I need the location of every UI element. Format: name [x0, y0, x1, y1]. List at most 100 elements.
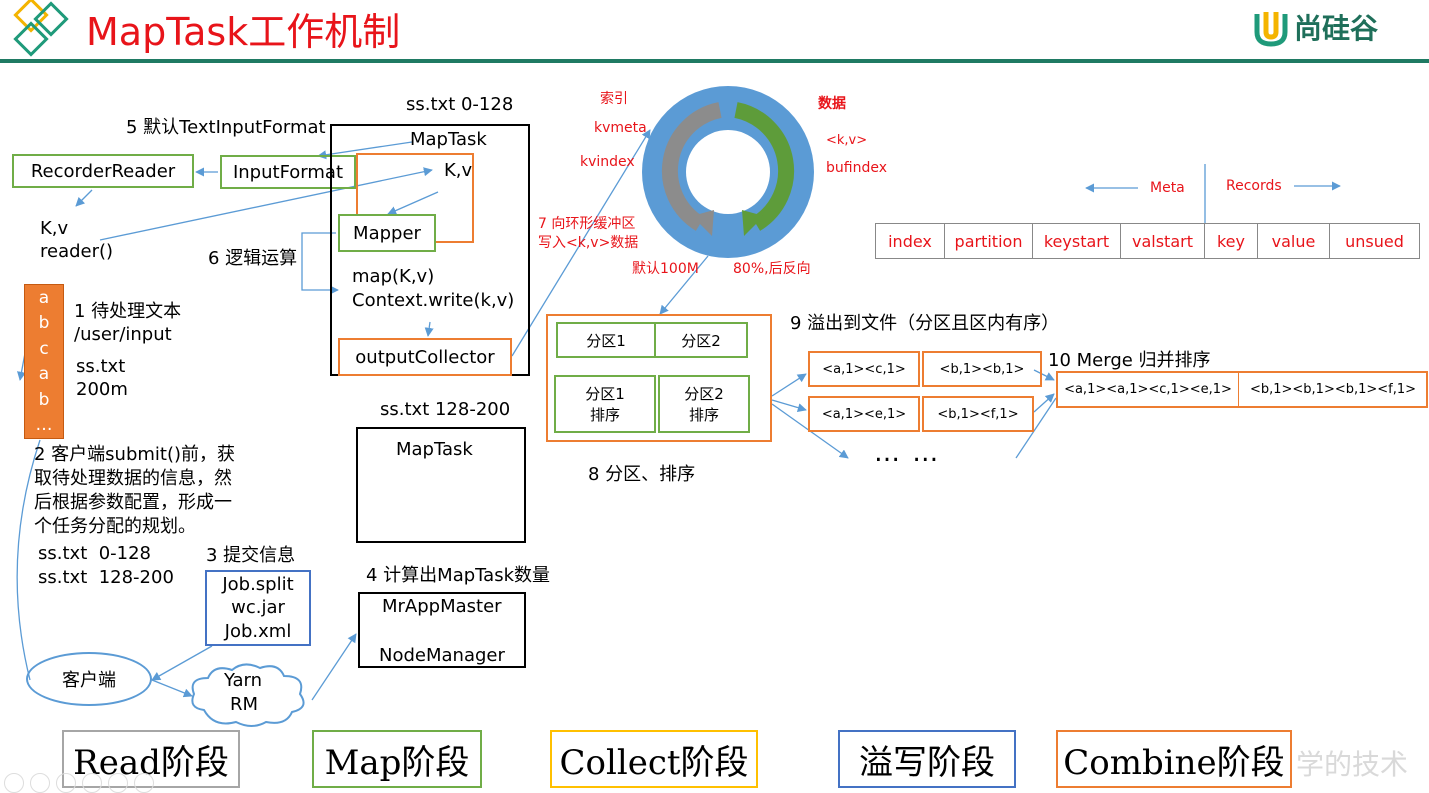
kvbuffer-table [875, 223, 1420, 259]
step8-label: 8 分区、排序 [588, 464, 696, 485]
partition-1-sort-box: 分区1 排序 [554, 375, 656, 433]
partition-1-sort-label: 分区1 [585, 385, 625, 403]
step6-label: 6 逻辑运算 [208, 248, 298, 269]
index-cn-label: 索引 [600, 91, 628, 107]
partition-1-sort-label: 排序 [589, 406, 620, 424]
kvindex-label: kvindex [580, 154, 635, 170]
spill-file-content: <a,1><e,1> [821, 406, 907, 422]
job-files-box: Job.split wc.jar Job.xml [205, 570, 311, 646]
step4-label: 4 计算出MapTask数量 [366, 565, 551, 586]
rm-label: RM [230, 694, 259, 715]
mapper-label: Mapper [353, 222, 421, 244]
bufindex-label: bufindex [826, 160, 887, 176]
prev-slide-icon[interactable] [4, 773, 24, 793]
map-code-line-1: map(K,v) [352, 266, 435, 287]
step7-line-2: 写入<k,v>数据 [538, 235, 639, 251]
merged-file-box [1056, 371, 1428, 408]
stage-map: Map阶段 [312, 730, 482, 788]
partition-1-box: 分区1 [556, 322, 656, 358]
split-list-item: ss.txt 128-200 [38, 567, 174, 588]
partition-2-box: 分区2 [654, 322, 748, 358]
buffer-field: key [1205, 224, 1258, 258]
brand-name: 尚硅谷 [1294, 12, 1379, 45]
node-manager-label: NodeManager [379, 645, 505, 666]
kvmeta-label: kvmeta [594, 120, 647, 136]
buffer-field: valstart [1121, 224, 1205, 258]
file-letter: … [35, 415, 53, 436]
step2-line-3: 后根据参数配置，形成一 [34, 492, 232, 513]
pen-icon[interactable] [56, 773, 76, 793]
partition-2-sort-label: 分区2 [684, 385, 724, 403]
buffer-field: keystart [1033, 224, 1121, 258]
spill-file: <a,1><c,1> [808, 351, 920, 387]
kv-reader-label-1: K,v [40, 218, 69, 239]
split2-label: ss.txt 128-200 [380, 399, 511, 420]
more-icon[interactable] [134, 773, 154, 793]
slides-icon[interactable] [82, 773, 102, 793]
output-collector-box: outputCollector [338, 338, 512, 376]
input-format-label: InputFormat [232, 161, 344, 183]
buffer-field: partition [945, 224, 1033, 258]
data-cn-label: 数据 [818, 96, 846, 112]
maptask2-title: MapTask [396, 439, 473, 460]
zoom-icon[interactable] [108, 773, 128, 793]
ring-buffer-icon [640, 84, 816, 260]
stage-collect: Collect阶段 [550, 730, 758, 788]
partition-frame [546, 314, 772, 442]
yarn-cloud-icon [182, 660, 314, 730]
file-letter: a [38, 364, 50, 385]
spill-file: <b,1><f,1> [922, 396, 1034, 432]
ellipsis-label: … … [874, 438, 941, 468]
maptask1-title: MapTask [410, 129, 487, 150]
spill-file-content: <b,1><b,1> [939, 361, 1025, 377]
file-size: 200m [76, 379, 128, 400]
recorder-reader-box: RecorderReader [12, 154, 194, 188]
records-label: Records [1226, 178, 1282, 194]
next-slide-icon[interactable] [30, 773, 50, 793]
input-file-block: a b c a b … [24, 284, 64, 439]
spill-file-content: <b,1><f,1> [937, 406, 1019, 422]
step7-line-1: 7 向环形缓冲区 [538, 216, 636, 232]
stage-spill: 溢写阶段 [838, 730, 1016, 788]
spill-file-content: <a,1><c,1> [822, 361, 906, 377]
partition-2-sort-label: 排序 [688, 406, 719, 424]
page-title: MapTask工作机制 [86, 10, 401, 54]
partition-1-label: 分区1 [586, 331, 626, 350]
merged-partition-1: <a,1><a,1><c,1><e,1> [1058, 373, 1239, 406]
step2-line-2: 取待处理数据的信息，然 [34, 468, 232, 489]
brand-logo-icon [1254, 10, 1288, 48]
split1-label: ss.txt 0-128 [406, 94, 514, 115]
mapper-box: Mapper [338, 214, 436, 252]
step2-line-4: 个任务分配的规划。 [34, 516, 196, 537]
step3-label: 3 提交信息 [206, 545, 296, 566]
watermark: 学的技术 [1296, 748, 1409, 781]
file-letter: a [38, 287, 50, 308]
mrapp-master-label: MrAppMaster [382, 596, 502, 617]
step9-label: 9 溢出到文件（分区且区内有序） [790, 313, 1060, 334]
kv-inner-label: K,v [444, 160, 473, 181]
app-master-box [358, 592, 526, 668]
input-format-box: InputFormat [220, 155, 356, 189]
spill-file: <b,1><b,1> [922, 351, 1042, 387]
spill-file: <a,1><e,1> [808, 396, 920, 432]
job-file: Job.split [222, 573, 294, 595]
step1-line-1: 1 待处理文本 [74, 301, 182, 322]
step1-line-2: /user/input [74, 324, 172, 345]
slide-controls [4, 773, 154, 793]
output-collector-label: outputCollector [355, 346, 495, 368]
header-divider [0, 59, 1429, 63]
meta-label: Meta [1150, 180, 1185, 196]
client-label: 客户端 [62, 670, 116, 691]
buffer-field: value [1258, 224, 1330, 258]
kv-reader-label-2: reader() [40, 241, 114, 262]
maptask2-box [356, 427, 526, 543]
merged-partition-2: <b,1><b,1><b,1><f,1> [1249, 382, 1417, 397]
default-size-label: 默认100M [632, 261, 699, 277]
map-code-line-2: Context.write(k,v) [352, 290, 515, 311]
buffer-field: unsued [1345, 231, 1404, 251]
split-list-item: ss.txt 0-128 [38, 543, 151, 564]
stage-combine: Combine阶段 [1056, 730, 1292, 788]
file-name: ss.txt [76, 356, 126, 377]
partition-2-label: 分区2 [681, 331, 721, 350]
recorder-reader-label: RecorderReader [30, 160, 176, 182]
